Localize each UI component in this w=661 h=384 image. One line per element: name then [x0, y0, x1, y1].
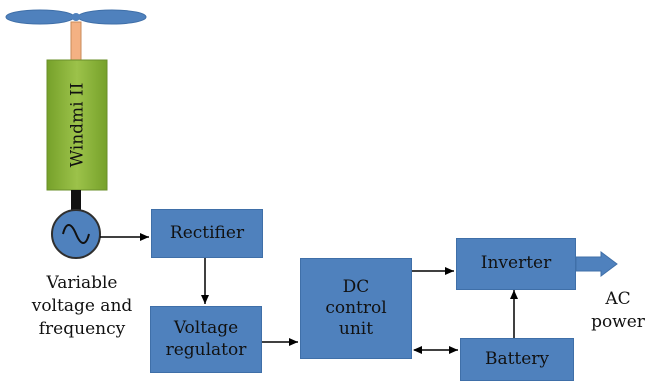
left-blade	[5, 9, 75, 25]
ac-power-label-line2: power	[591, 311, 645, 332]
voltage-regulator-label-line2: regulator	[165, 339, 247, 360]
generator-caption-line1: Variable	[46, 273, 118, 293]
inverter-label: Inverter	[480, 253, 552, 274]
dc-control-label-line2: control	[325, 297, 387, 318]
blade-hub	[72, 13, 80, 21]
sine-wave-icon	[62, 224, 90, 244]
generator-caption: Variable voltage and frequency	[22, 272, 142, 341]
dc-control-label-line3: unit	[338, 319, 374, 340]
generator-symbol	[51, 209, 101, 259]
turbine-shaft	[70, 21, 82, 61]
right-blade	[77, 9, 147, 25]
ac-power-label-line1: AC	[605, 289, 631, 309]
ac-output-arrow	[575, 251, 618, 277]
dc-control-label-line1: DC	[342, 276, 370, 297]
voltage-regulator-label-line1: Voltage	[173, 318, 239, 339]
turbine-label: Windmi II	[67, 82, 87, 168]
rectifier-label: Rectifier	[169, 222, 245, 243]
turbine-label-container: Windmi II	[47, 60, 107, 190]
ac-power-label: AC power	[588, 288, 648, 334]
turbine-blades	[5, 9, 147, 25]
rectifier-block: Rectifier	[151, 209, 263, 258]
dc-control-unit-block: DC control unit	[300, 258, 412, 359]
generator-caption-line3: frequency	[38, 318, 126, 339]
voltage-regulator-block: Voltage regulator	[150, 306, 262, 373]
battery-block: Battery	[460, 338, 574, 381]
generator-caption-line2: voltage and	[31, 295, 133, 316]
inverter-block: Inverter	[456, 238, 576, 290]
generator-post	[71, 190, 81, 210]
battery-label: Battery	[484, 348, 550, 369]
